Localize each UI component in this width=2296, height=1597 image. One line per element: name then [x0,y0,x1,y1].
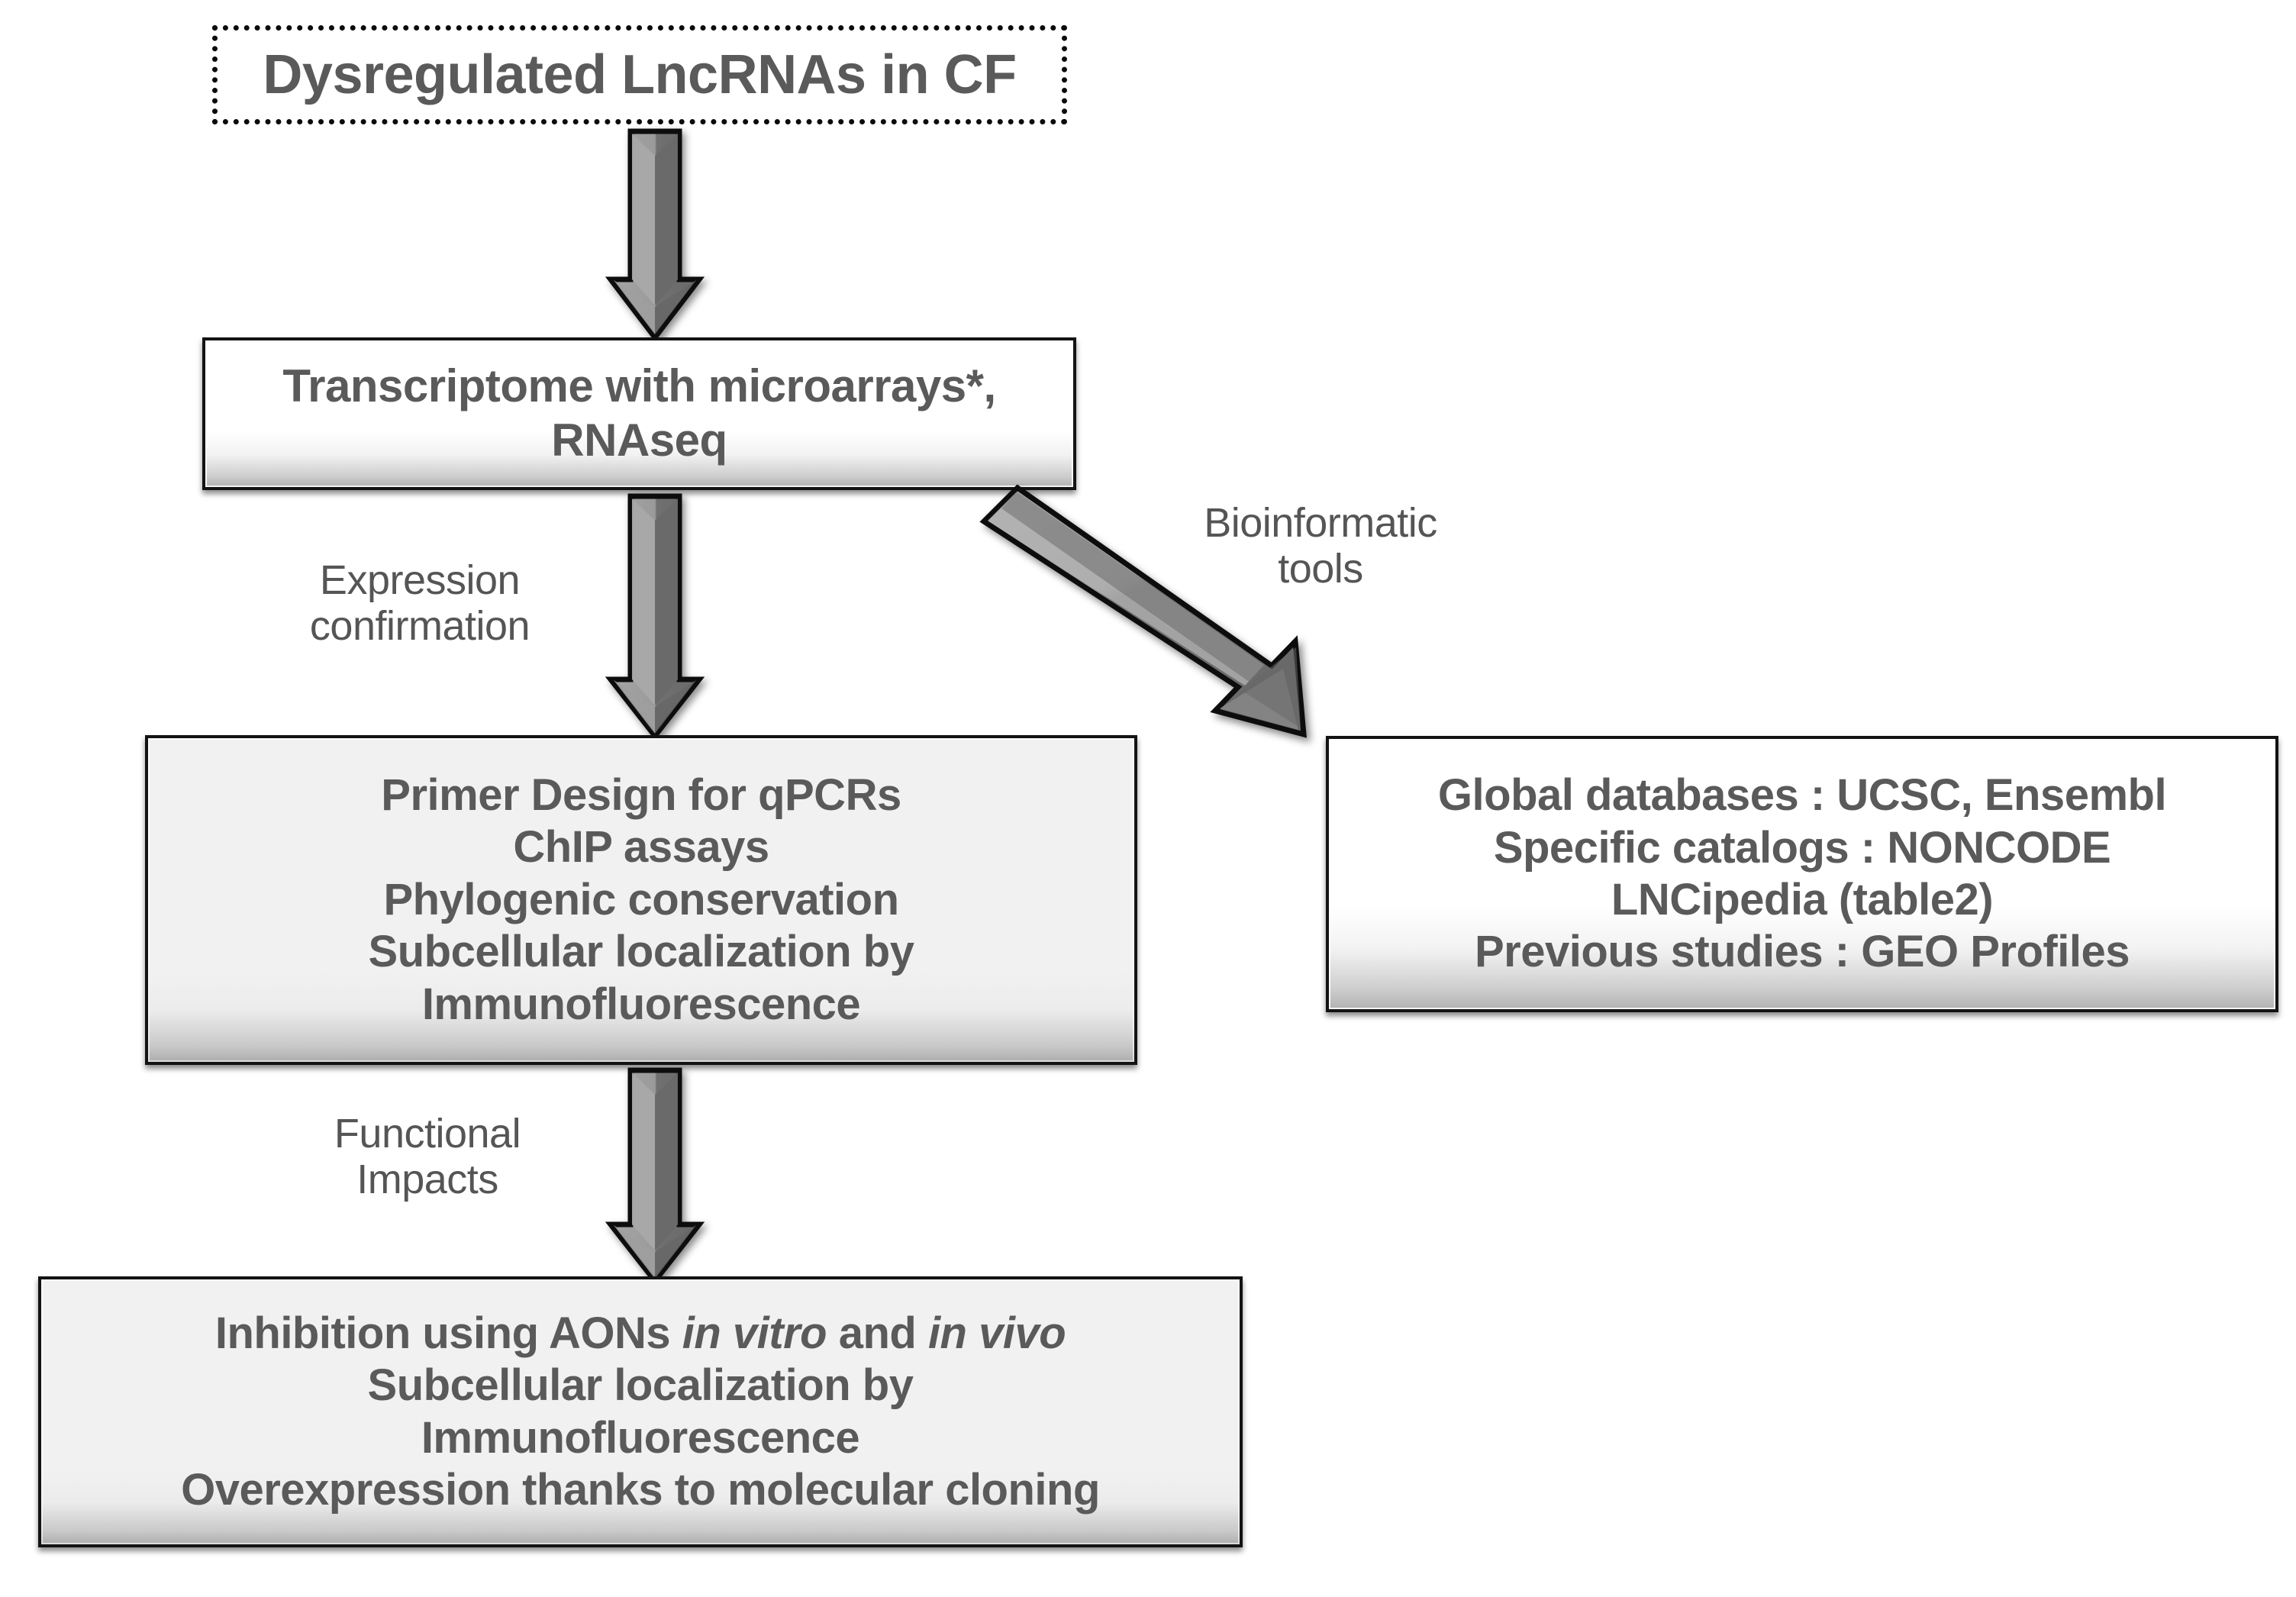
node-databases-line-1: Global databases : UCSC, Ensembl [1437,770,2167,821]
node-databases-line-2: Specific catalogs : NONCODE [1493,822,2111,873]
edge-label-functional-impacts-line-1: Functional [334,1111,521,1157]
node-transcriptome[interactable]: Transcriptome with microarrays*, RNAseq [202,337,1076,490]
node-functional-line-1: Inhibition using AONs in vitro and in vi… [52,1308,1229,1360]
node-wetlab-line-3: Phylogenic conservation [383,874,899,924]
node-transcriptome-line-1: Transcriptome with microarrays*, [282,360,996,412]
edge-label-bioinformatic-tools: Bioinformatic tools [1145,500,1496,592]
node-dysregulated-lncrnas-text: Dysregulated LncRNAs in CF [218,43,1062,108]
node-wetlab-assays[interactable]: Primer Design for qPCRs ChIP assays Phyl… [145,735,1137,1065]
edge-label-functional-impacts: Functional Impacts [267,1111,588,1203]
node-dysregulated-lncrnas[interactable]: Dysregulated LncRNAs in CF [212,25,1067,124]
node-functional-impacts-text: Inhibition using AONs in vitro and in vi… [41,1308,1240,1517]
node-functional-line-1-italic-2: in vivo [927,1308,1066,1358]
node-wetlab-line-1: Primer Design for qPCRs [381,769,901,820]
node-transcriptome-text: Transcriptome with microarrays*, RNAseq [205,360,1073,468]
edge-label-bioinformatic-tools-line-1: Bioinformatic [1204,500,1437,546]
node-functional-impacts[interactable]: Inhibition using AONs in vitro and in vi… [38,1276,1243,1547]
node-functional-line-1-b: and [827,1308,928,1358]
arrow-transcriptome-to-databases [977,481,1374,756]
node-databases-line-4: Previous studies : GEO Profiles [1475,927,2130,977]
node-wetlab-line-2: ChIP assays [513,822,769,873]
node-transcriptome-line-2: RNAseq [551,415,727,466]
node-functional-line-4: Overexpression thanks to molecular cloni… [181,1464,1100,1515]
node-databases-line-3: LNCipedia (table2) [1611,875,1994,924]
arrow-header-to-transcriptome [605,128,705,342]
node-functional-line-1-italic-1: in vitro [682,1308,827,1358]
edge-label-functional-impacts-line-2: Impacts [356,1157,498,1203]
node-wetlab-assays-text: Primer Design for qPCRs ChIP assays Phyl… [148,769,1134,1031]
node-databases-text: Global databases : UCSC, Ensembl Specifi… [1329,769,2275,979]
node-wetlab-line-4: Subcellular localization by [368,927,914,977]
node-functional-line-2: Subcellular localization by [367,1360,914,1411]
edge-label-expression-confirmation-line-1: Expression [319,557,521,603]
edge-label-expression-confirmation: Expression confirmation [252,557,588,650]
node-wetlab-line-5: Immunofluorescence [421,979,861,1029]
node-functional-line-3: Immunofluorescence [421,1412,860,1463]
node-databases[interactable]: Global databases : UCSC, Ensembl Specifi… [1326,736,2278,1012]
edge-label-bioinformatic-tools-line-2: tools [1278,546,1363,592]
edge-label-expression-confirmation-line-2: confirmation [309,603,530,650]
node-functional-line-1-a: Inhibition using AONs [214,1308,682,1358]
arrow-wetlab-to-functional [605,1067,705,1286]
node-header-line-1: Dysregulated LncRNAs in CF [263,44,1017,105]
arrow-transcriptome-to-wetlab [605,493,705,740]
